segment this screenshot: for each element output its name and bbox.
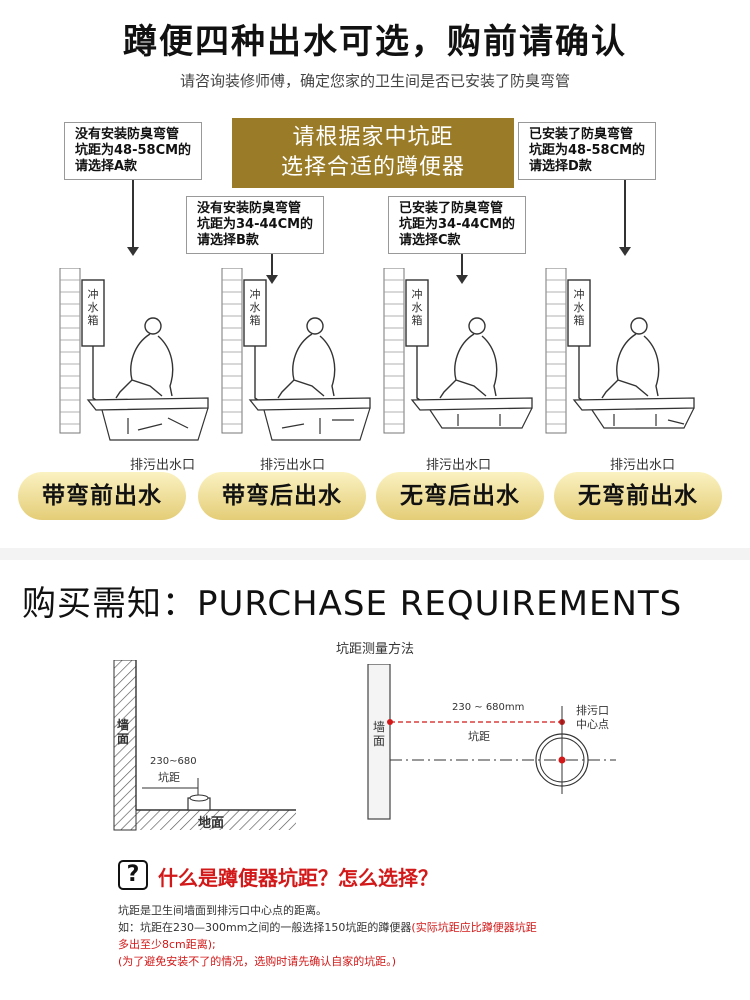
wall-label: 墙 面 [372,720,385,748]
outlet-label: 排污出水口 [610,458,676,473]
outlet-label: 排污出水口 [426,458,492,473]
pit-distance-label: 坑距 [158,771,180,784]
note-example: 如：坑距在230—300mm之间的一般选择150坑距的蹲便器(实际坑距应比蹲便器… [118,921,537,934]
outlet-label: 排污出水口 [260,458,326,473]
faq-question-text: 什么是蹲便器坑距？怎么选择？ [158,866,438,890]
question-mark-icon: ? [118,860,148,890]
arrow-down-icon [619,180,631,256]
drain-center-label: 排污口 中心点 [576,704,609,731]
type-label-rear-bent: 带弯后出水 [198,472,366,520]
note-definition: 坑距是卫生间墙面到排污口中心点的距离。 [118,904,327,917]
type-label-front-straight: 无弯前出水 [554,472,722,520]
page-title: 蹲便四种出水可选，购前请确认 [123,22,627,62]
note-warning: (为了避免安装不了的情况，选购时请先确认自家的坑距。) [118,955,397,968]
section-divider [0,548,750,560]
toilet-diagram-c: 冲 水 箱 排污出水口 [382,268,552,478]
pit-distance-label: 坑距 [468,730,490,743]
arrow-down-icon [456,254,468,284]
purchase-requirements-section: 购买需知：PURCHASE REQUIREMENTS 坑距测量方法 墙 面 23… [0,548,750,1000]
arrow-down-icon [127,180,139,256]
callout-type-a: 没有安装防臭弯管 坑距为48-58CM的 请选择A款 [64,122,203,180]
pit-distance-range: 230~680 [150,756,197,767]
type-label-front-bent: 带弯前出水 [18,472,186,520]
note-example-cont: 多出至少8cm距离); [118,938,216,951]
tank-label: 冲 水 箱 [411,288,423,327]
tank-label: 冲 水 箱 [249,288,261,327]
four-types-section: 蹲便四种出水可选，购前请确认 请咨询装修师傅，确定您家的卫生间是否已安装了防臭弯… [18,22,722,520]
toilet-diagram-b: 冲 水 箱 排污出水口 [220,268,390,478]
type-label-rear-straight: 无弯后出水 [376,472,544,520]
tank-label: 冲 水 箱 [87,288,99,327]
squat-toilet-icon [59,268,209,441]
callout-type-d: 已安装了防臭弯管 坑距为48-58CM的 请选择D款 [518,122,657,180]
tank-label: 冲 水 箱 [573,288,585,327]
wall-label: 墙 面 [116,718,129,746]
toilet-diagram-a: 冲 水 箱 排污出水口 [58,268,228,478]
pit-distance-prompt: 请根据家中坑距 选择合适的蹲便器 [232,118,514,188]
page-subtitle: 请咨询装修师傅，确定您家的卫生间是否已安装了防臭弯管 [179,72,570,90]
plan-view-measure-diagram [367,664,616,820]
arrow-down-icon [266,254,278,284]
callout-type-c: 已安装了防臭弯管 坑距为34-44CM的 请选择C款 [388,196,527,254]
faq-answer: 坑距是卫生间墙面到排污口中心点的距离。 如：坑距在230—300mm之间的一般选… [118,902,618,970]
floor-label: 地面 [198,816,225,831]
purchase-title: 购买需知：PURCHASE REQUIREMENTS [22,584,683,624]
side-view-measure-diagram [113,660,296,831]
callout-type-b: 没有安装防臭弯管 坑距为34-44CM的 请选择B款 [186,196,325,254]
squat-toilet-icon [383,268,533,434]
measure-method-title: 坑距测量方法 [335,642,414,657]
pit-distance-range: 230 ~ 680mm [452,702,525,713]
squat-toilet-icon [545,268,695,434]
squat-toilet-icon [221,268,371,441]
toilet-diagram-d: 冲 水 箱 排污出水口 [544,268,714,478]
outlet-label: 排污出水口 [130,458,196,473]
